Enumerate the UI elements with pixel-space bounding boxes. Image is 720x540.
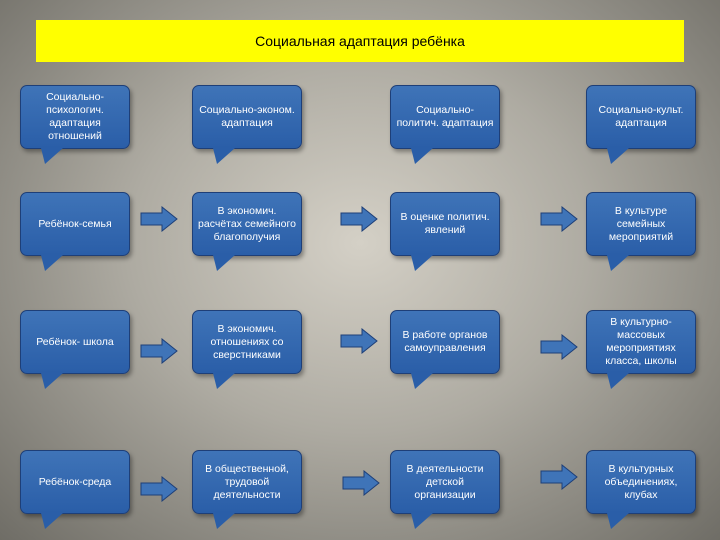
right-arrow-icon [540,206,578,232]
box-family-political: В оценке политич. явлений [390,192,500,271]
box-school-economic: В экономич. отношениях со сверстниками [192,310,302,389]
right-arrow-icon [140,206,178,232]
right-arrow-icon [340,206,378,232]
title-banner: Социальная адаптация ребёнка [36,20,684,62]
box-environment-cultural: В культурных объединениях, клубах [586,450,696,529]
right-arrow-icon [540,464,578,490]
right-arrow-icon [540,334,578,360]
box-child-school: Ребёнок- школа [20,310,130,389]
header-box-psychological: Социально-психологич. адаптация отношени… [20,85,130,164]
header-box-cultural: Социально-культ. адаптация [586,85,696,164]
page-title: Социальная адаптация ребёнка [255,33,465,49]
box-environment-political: В деятельности детской организации [390,450,500,529]
box-school-political: В работе органов самоуправления [390,310,500,389]
right-arrow-icon [140,476,178,502]
box-school-cultural: В культурно-массовых мероприятиях класса… [586,310,696,389]
header-box-political: Социально-политич. адаптация [390,85,500,164]
right-arrow-icon [342,470,380,496]
box-family-cultural: В культуре семейных мероприятий [586,192,696,271]
box-environment-economic: В общественной, трудовой деятельности [192,450,302,529]
header-box-economic: Социально-эконом. адаптация [192,85,302,164]
box-family-economic: В экономич. расчётах семейного благополу… [192,192,302,271]
right-arrow-icon [340,328,378,354]
box-child-family: Ребёнок-семья [20,192,130,271]
box-child-environment: Ребёнок-среда [20,450,130,529]
right-arrow-icon [140,338,178,364]
